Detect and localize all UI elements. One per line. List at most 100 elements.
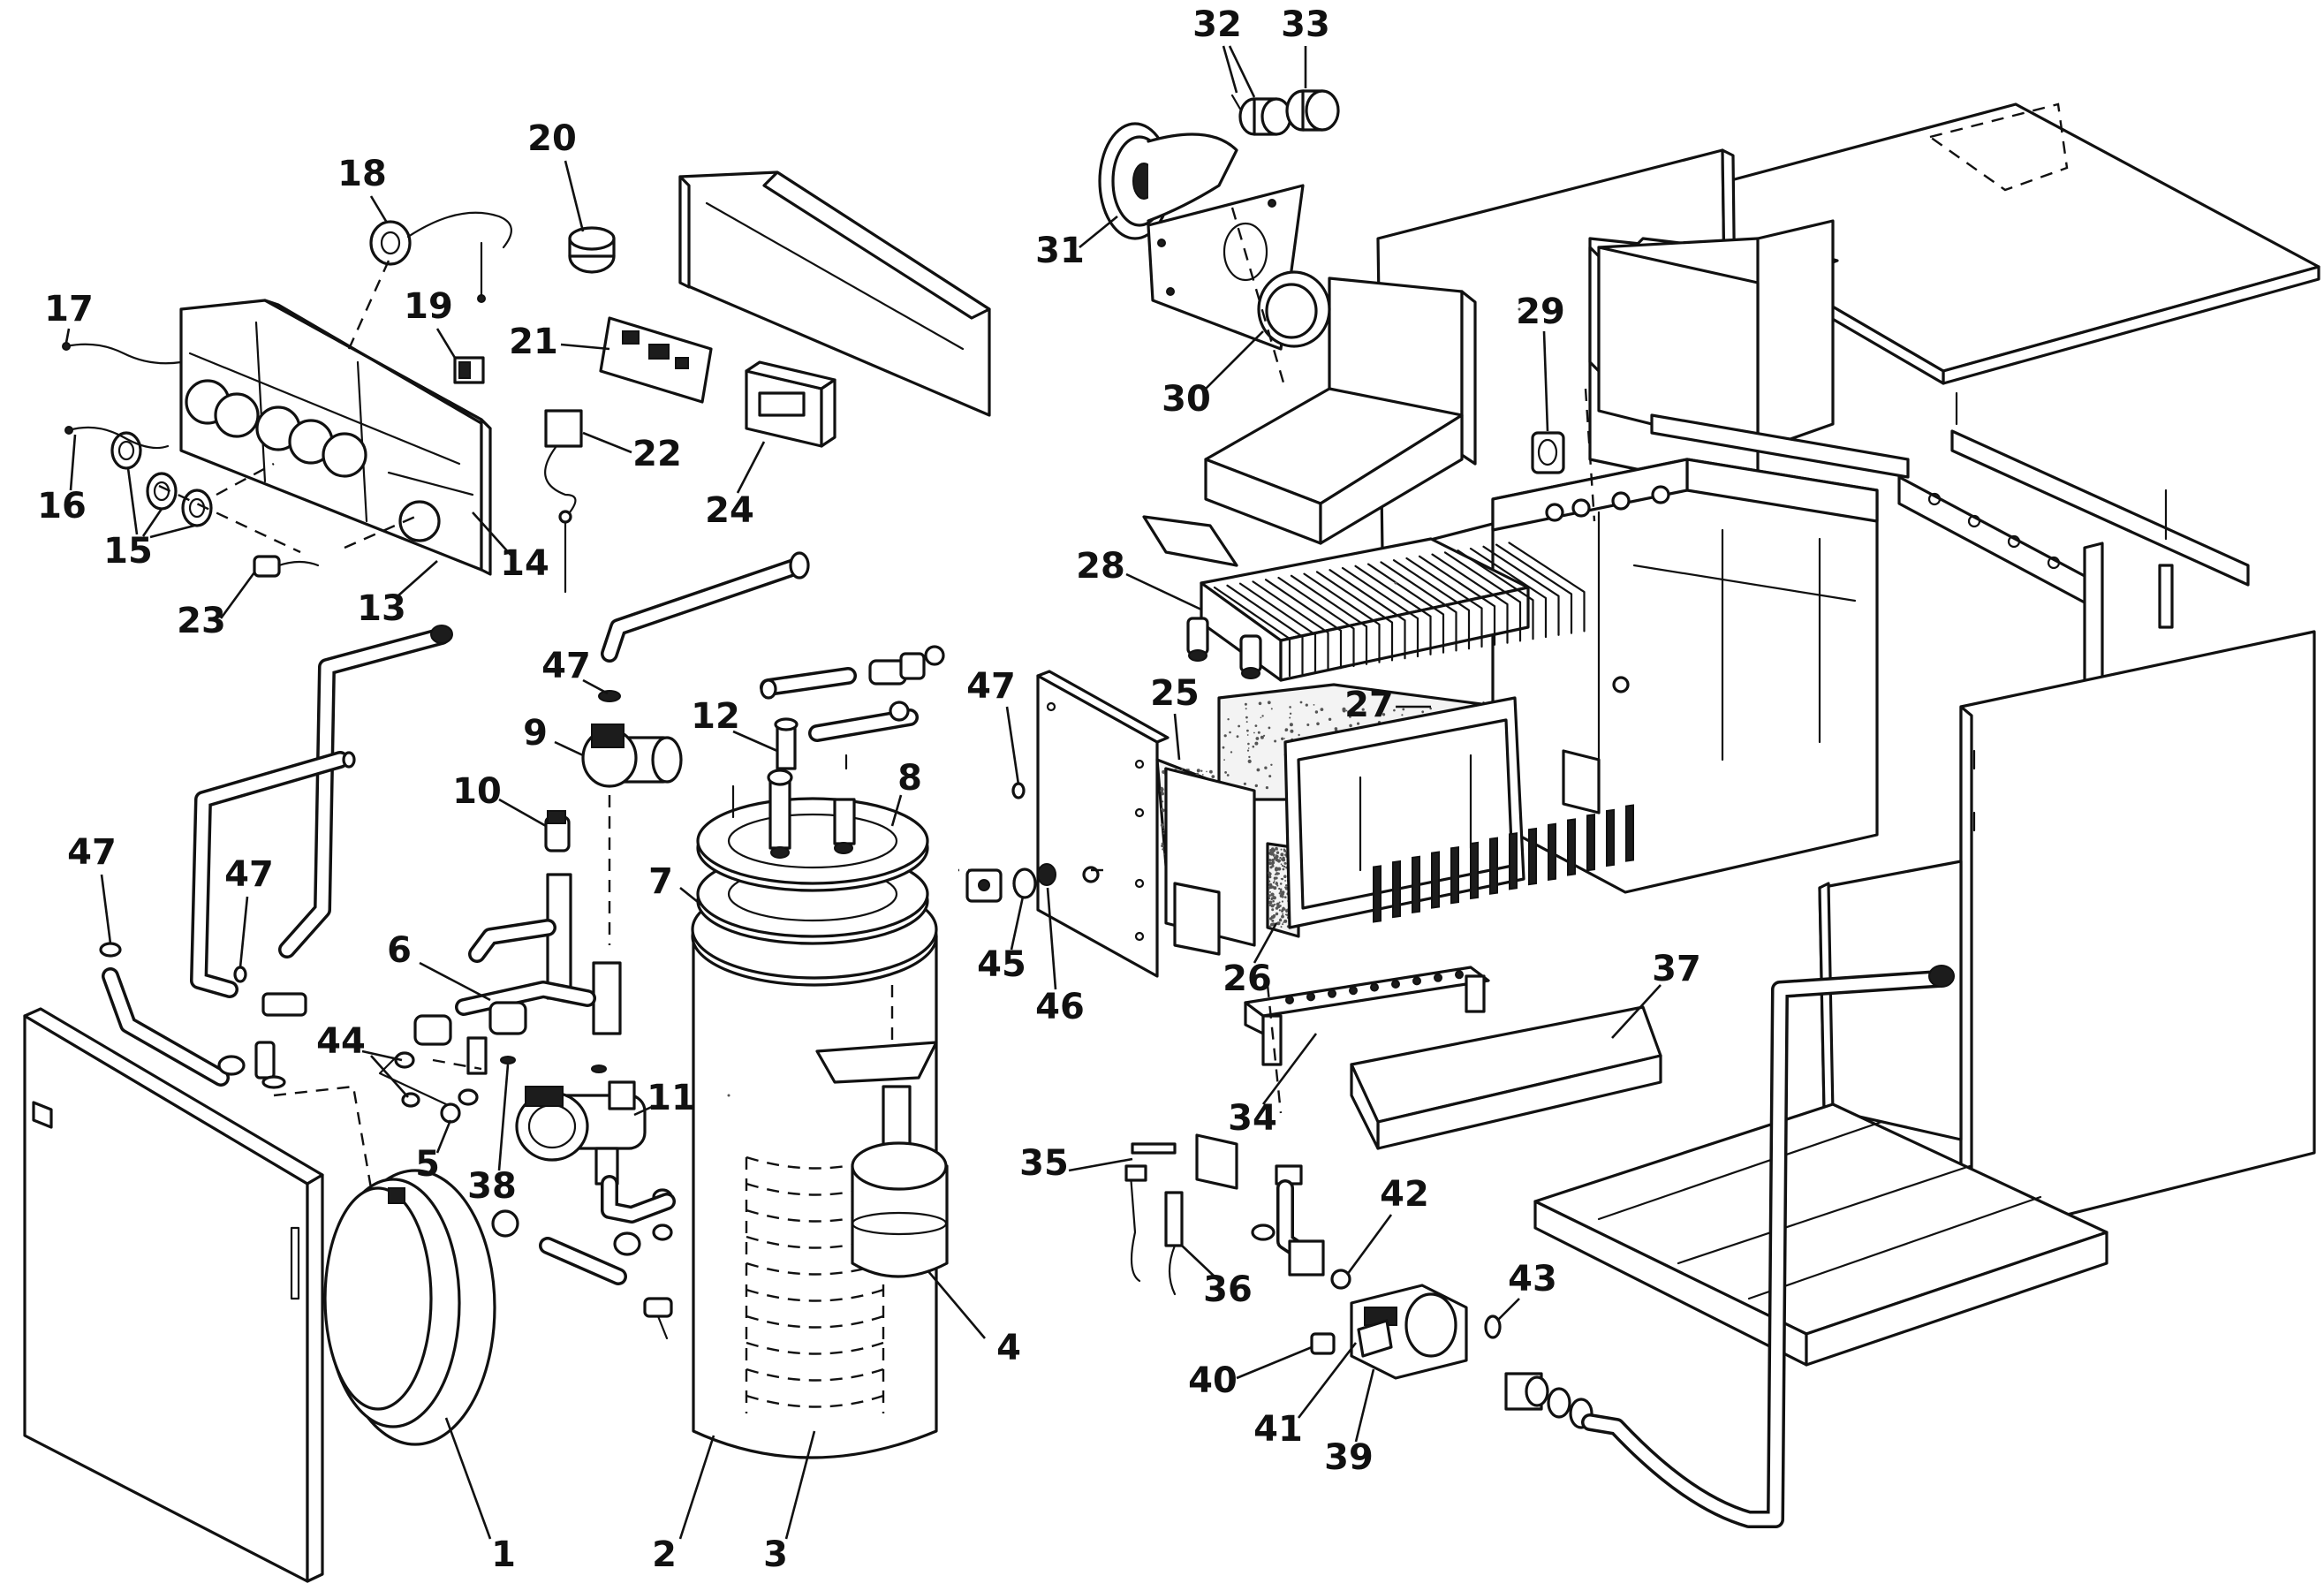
speck-dot [1273, 886, 1277, 890]
speck-dot [1320, 708, 1324, 711]
speck-dot [1361, 708, 1365, 711]
speck-dot [1268, 883, 1273, 887]
speck-dot [1284, 729, 1288, 731]
speck-dot [1252, 745, 1255, 748]
leader-line-40 [1236, 1345, 1313, 1380]
leader-line-31 [1079, 215, 1118, 249]
burner-blade [1412, 855, 1420, 914]
callout-label-12: 12 [691, 696, 740, 737]
leader-line-11 [633, 1104, 655, 1117]
gasket [1257, 270, 1331, 348]
injector-hole [1306, 992, 1315, 1002]
casing-side-panel-right [1959, 630, 2316, 1243]
speck-dot [1357, 722, 1360, 725]
speck-dot [1382, 713, 1386, 716]
speck-dot [1421, 710, 1425, 714]
callout-label-1: 1 [491, 1534, 516, 1575]
speck-dot [1282, 913, 1284, 915]
burner-blade [1392, 860, 1401, 919]
leader-line-4 [927, 1269, 986, 1339]
callout-label-26: 26 [1223, 958, 1272, 999]
speck-dot [1261, 715, 1264, 717]
callout-label-14: 14 [500, 543, 549, 584]
speck-dot [1245, 708, 1247, 710]
leader-line-19 [435, 328, 457, 359]
speck-dot [1271, 859, 1275, 862]
speck-dot [1211, 775, 1215, 778]
leader-line-16 [69, 434, 77, 491]
speck-dot [1244, 702, 1247, 706]
callout-label-31: 31 [1035, 231, 1085, 271]
callout-label-36: 36 [1203, 1269, 1253, 1310]
speck-dot [1202, 774, 1204, 776]
speck-dot [1290, 729, 1294, 733]
speck-dot [1268, 775, 1272, 778]
fin-line [1303, 572, 1381, 663]
speck-dot [1276, 848, 1278, 851]
speck-dot [1268, 859, 1272, 862]
speck-dot [1269, 890, 1271, 893]
speck-dot [1273, 876, 1277, 880]
speck-dot [1277, 867, 1282, 871]
main-chassis-frame [1491, 458, 1879, 894]
speck-dot [1356, 707, 1359, 709]
ignition-electrode [1124, 1142, 1177, 1283]
leader-line-15 [126, 467, 139, 535]
speck-dot [1306, 724, 1310, 726]
burner [1350, 1005, 1662, 1150]
speck-dot [1206, 770, 1207, 773]
speck-dot [1269, 917, 1273, 921]
callout-label-33: 33 [1281, 4, 1330, 45]
speck-dot [1271, 864, 1275, 867]
speck-dot [1282, 867, 1285, 871]
leader-line-22 [582, 431, 632, 454]
speck-dot [1282, 858, 1286, 862]
casing-rear-lower-panel [1818, 860, 1963, 1141]
speck-dot [1271, 919, 1275, 922]
leader-line-36 [1181, 1245, 1215, 1277]
speck-dot [1278, 909, 1281, 912]
speck-dot [1223, 734, 1227, 738]
speck-dot [1283, 865, 1286, 868]
leader-line-13 [397, 560, 438, 597]
speck-dot [1284, 880, 1286, 882]
fin-line [1431, 553, 1509, 644]
callout-label-7: 7 [648, 861, 673, 902]
speck-dot [1278, 901, 1281, 904]
fin-line [1290, 574, 1368, 665]
regulator [1310, 1332, 1336, 1355]
speck-dot [1268, 887, 1271, 890]
speck-dot [1289, 723, 1293, 727]
speck-dot [1247, 747, 1250, 749]
speck-dot [1256, 768, 1260, 772]
leader-line-26 [1253, 922, 1278, 964]
leader-line-15 [149, 524, 195, 539]
leader-line-47 [100, 874, 112, 944]
fin-line [1366, 563, 1445, 654]
speck-dot [1280, 863, 1283, 866]
cylinder-flange [696, 769, 929, 892]
speck-dot [1280, 926, 1283, 928]
leader-line-14 [472, 511, 511, 556]
fin-line [1495, 543, 1573, 634]
fin-line [1482, 545, 1560, 636]
speck-dot [1272, 882, 1276, 884]
speck-dot [1247, 742, 1250, 746]
speck-dot [1260, 716, 1262, 719]
speck-dot [1354, 708, 1357, 709]
speck-dot [1328, 717, 1332, 721]
air-pressure-switch [1531, 431, 1565, 474]
speck-dot [1268, 861, 1273, 866]
thermometer [369, 211, 512, 303]
speck-dot [1279, 890, 1283, 893]
fin-line [1508, 542, 1586, 633]
burner-blade [1567, 818, 1576, 876]
cylinder-expansion-vessel [815, 1041, 949, 1278]
speck-dot [1265, 786, 1268, 790]
heat-exchanger-pipes [1186, 617, 1262, 679]
front-frame-plate [1036, 670, 1170, 978]
speck-dot [1349, 724, 1352, 728]
leader-line-29 [1542, 330, 1549, 432]
callout-label-46: 46 [1035, 987, 1085, 1027]
injector-bar [1244, 966, 1490, 1066]
